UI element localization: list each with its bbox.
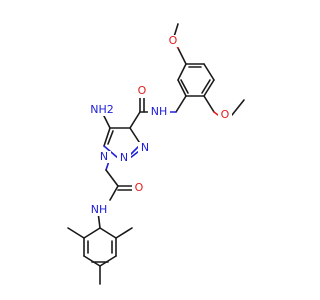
atom-o-methoxy-right: O <box>221 108 230 121</box>
dimethoxyphenyl-ring <box>177 63 215 97</box>
atom-n3: N <box>141 141 149 154</box>
atom-o-carbonyl-mid: O <box>135 181 144 194</box>
bond-aryl-nh <box>175 95 187 113</box>
atom-nh-amide-top: NH <box>151 105 168 118</box>
atom-n1: N <box>100 150 108 163</box>
bond-carbonyl-triazole <box>129 111 141 129</box>
bond-methyl-left <box>67 227 85 239</box>
bond-carbonyl-nh <box>109 185 119 201</box>
bond-ring-ome-right <box>203 95 215 113</box>
bond-methyl-right <box>231 99 245 116</box>
atom-o-carbonyl-top: O <box>138 84 147 97</box>
triazole-ring <box>103 127 144 159</box>
bond-ring-ome-top <box>177 47 187 65</box>
bond-o-right <box>213 111 219 116</box>
bond-ch2-carbonyl <box>105 169 119 187</box>
mesityl-ring <box>83 227 117 267</box>
atom-o-methoxy-top: O <box>169 34 178 47</box>
bond-nh2 <box>102 113 111 129</box>
structure-svg: O O O NH NH2 N N N O NH <box>67 23 245 285</box>
molecule-diagram: O O O NH NH2 N N N O NH <box>67 23 245 285</box>
atom-n2: N <box>120 151 128 164</box>
atom-nh-amide-mid: NH <box>91 203 108 216</box>
atom-nh2: NH2 <box>90 103 114 116</box>
bond-methyl-right-mes <box>115 227 133 239</box>
